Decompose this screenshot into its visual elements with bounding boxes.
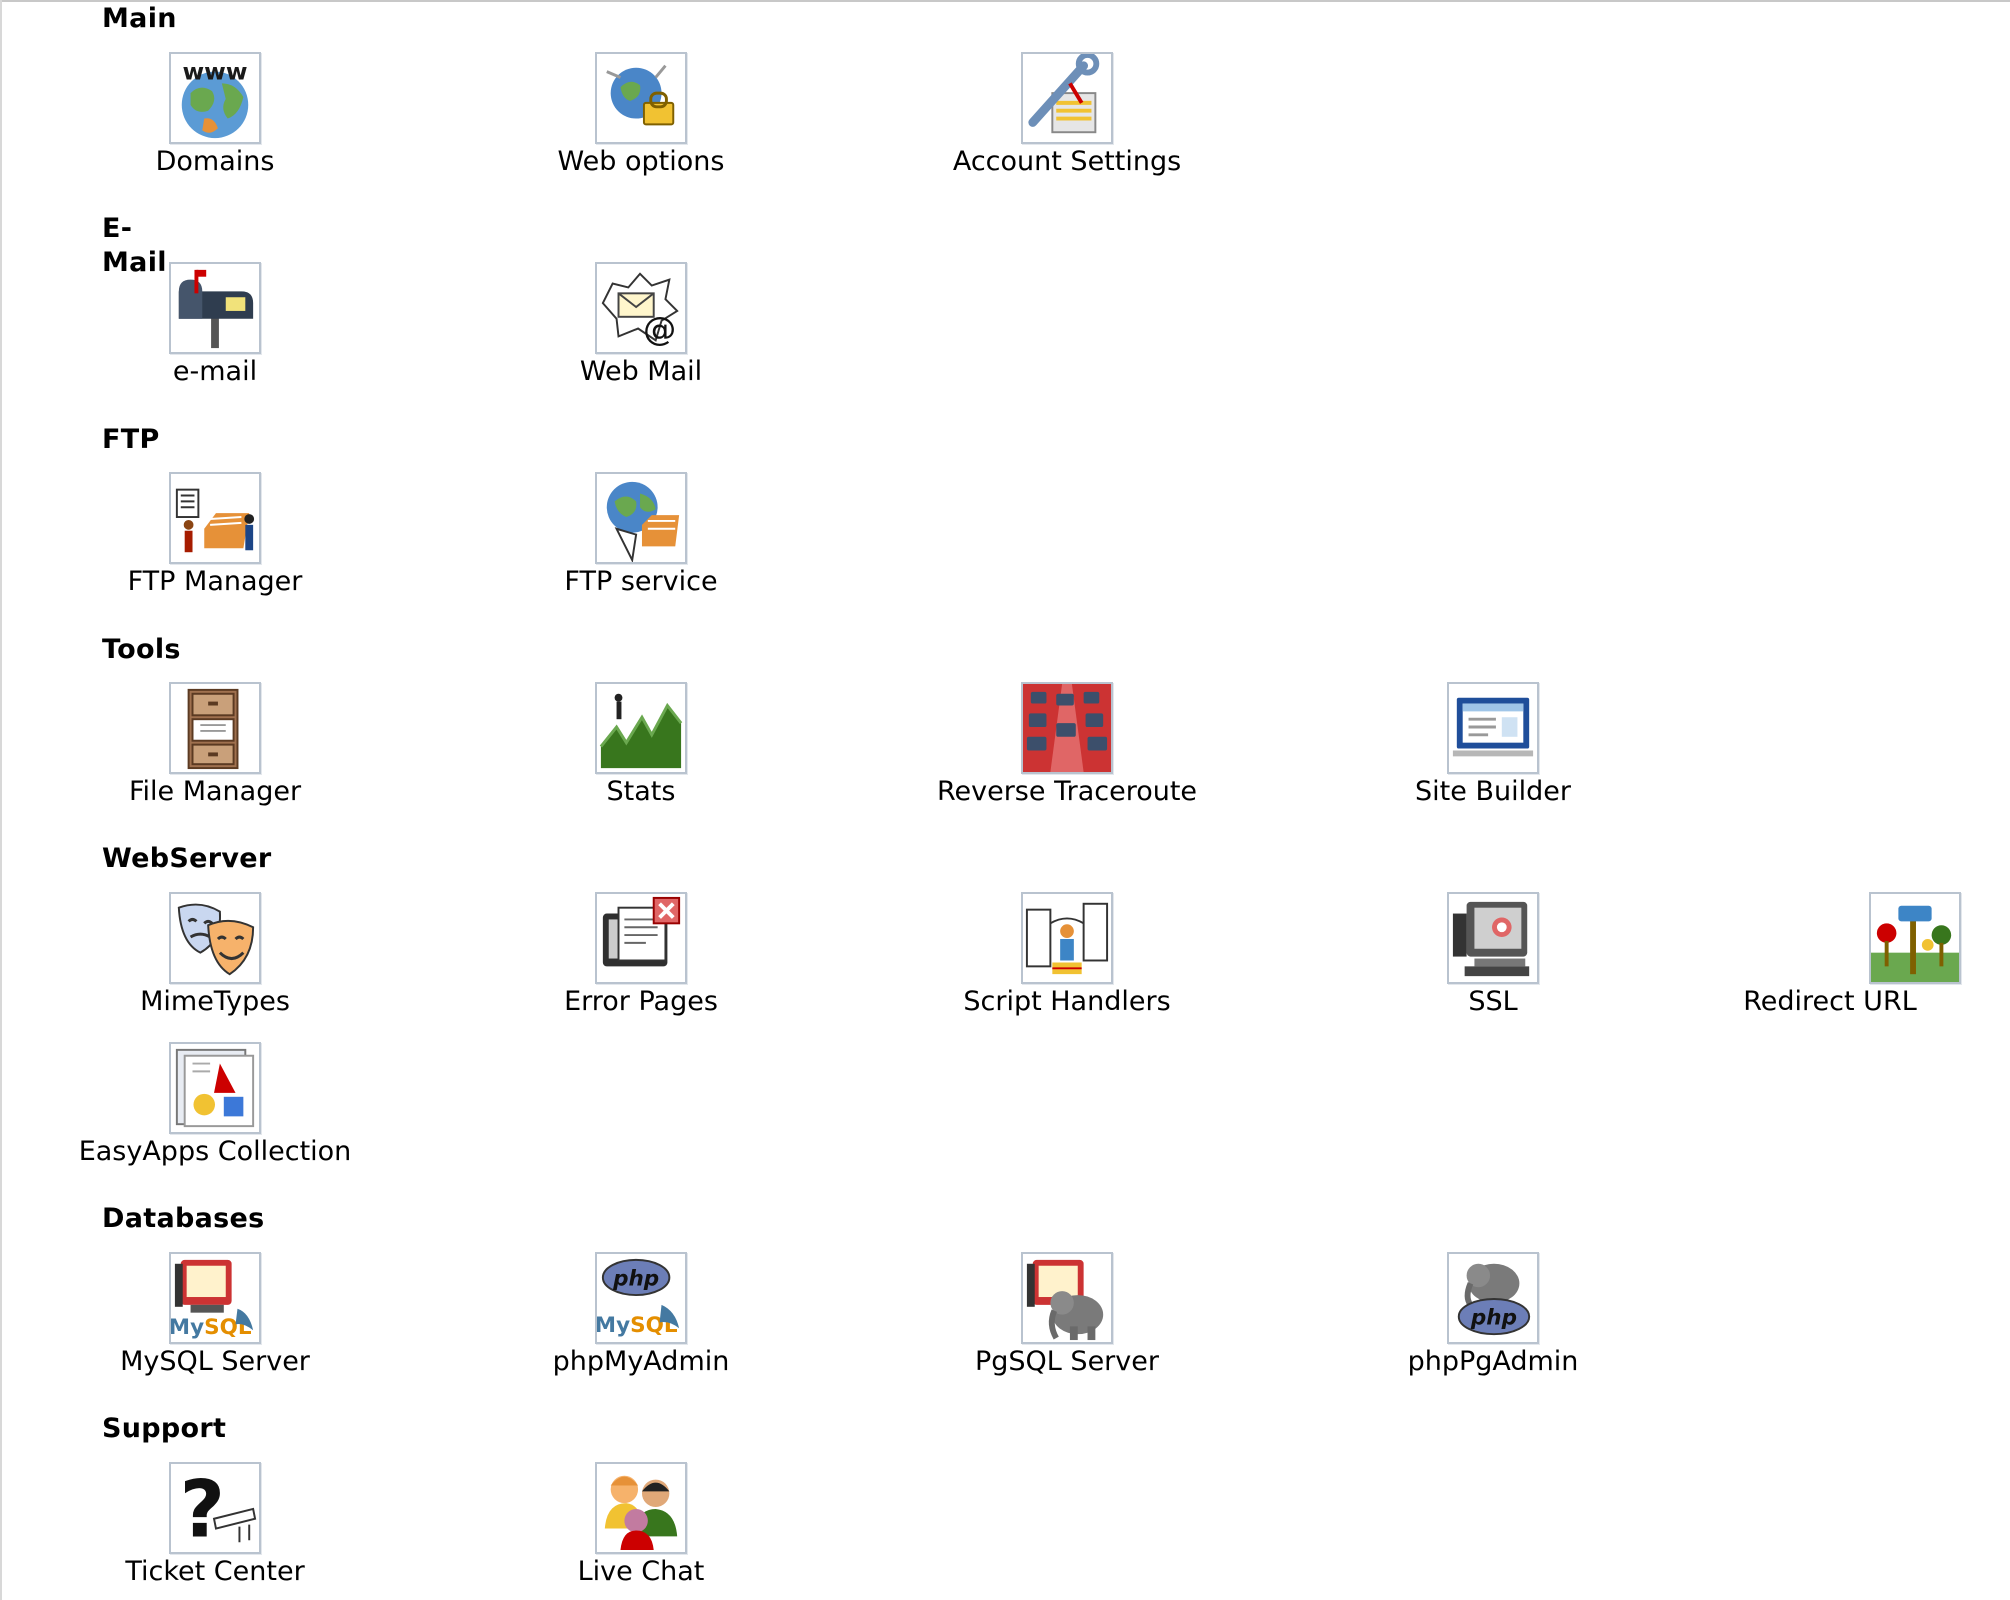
ftp-manager-icon[interactable] [169,472,261,564]
ssl-link[interactable]: SSL [1278,892,1708,1018]
section-title: Main [102,3,177,34]
pgsql-server-label[interactable]: PgSQL Server [975,1346,1159,1377]
file-cabinet-icon[interactable] [169,682,261,774]
svg-text:www: www [183,57,248,85]
web-options-link[interactable]: Web options [426,52,856,178]
question-mark-icon[interactable]: ? [169,1462,261,1554]
script-handlers-label[interactable]: Script Handlers [963,986,1171,1017]
section-title: Tools [102,634,181,665]
easyapps-shapes-icon[interactable] [169,1042,261,1134]
redirect-url-label[interactable]: Redirect URL [1743,986,1917,1017]
phpmyadmin-label[interactable]: phpMyAdmin [552,1346,730,1377]
webmail-icon[interactable]: @ [595,262,687,354]
section-title: E-Mail [102,213,167,278]
mysql-server-label[interactable]: MySQL Server [120,1346,310,1377]
ftp-manager-label[interactable]: FTP Manager [127,566,303,597]
error-pages-icon[interactable] [595,892,687,984]
domains-label[interactable]: Domains [155,146,275,177]
live-chat-link[interactable]: Live Chat [426,1462,856,1588]
mysql-server-icon[interactable]: MySQL [169,1252,261,1344]
file-manager-link[interactable]: File Manager [0,682,430,808]
error-pages-label[interactable]: Error Pages [564,986,718,1017]
ticket-center-label[interactable]: Ticket Center [125,1556,305,1587]
easyapps-collection-label[interactable]: EasyApps Collection [78,1136,352,1167]
phppgadmin-icon[interactable]: php [1447,1252,1539,1344]
web-options-label[interactable]: Web options [557,146,725,177]
file-manager-label[interactable]: File Manager [128,776,302,807]
svg-text:MySQL: MySQL [171,1315,252,1340]
account-settings-icon[interactable] [1021,52,1113,144]
phppgadmin-link[interactable]: php phpPgAdmin [1278,1252,1708,1378]
ftp-service-icon[interactable] [595,472,687,564]
live-chat-label[interactable]: Live Chat [577,1556,705,1587]
script-handlers-icon[interactable] [1021,892,1113,984]
svg-text:@: @ [643,309,676,348]
globe-www-icon[interactable]: www [169,52,261,144]
web-options-icon[interactable] [595,52,687,144]
svg-text:?: ? [180,1464,225,1552]
site-builder-icon[interactable] [1447,682,1539,774]
theater-masks-icon[interactable] [169,892,261,984]
section-title: WebServer [102,843,272,874]
chat-people-icon[interactable] [595,1462,687,1554]
svg-text:php: php [1470,1305,1517,1330]
site-builder-label[interactable]: Site Builder [1415,776,1571,807]
redirect-url-link[interactable]: Redirect URL [1700,892,2010,1018]
redirect-signpost-icon[interactable] [1869,892,1961,984]
section-title: Support [102,1413,227,1444]
stats-label[interactable]: Stats [606,776,676,807]
mimetypes-label[interactable]: MimeTypes [140,986,290,1017]
ticket-center-link[interactable]: ? Ticket Center [0,1462,430,1588]
easyapps-collection-link[interactable]: EasyApps Collection [0,1042,430,1168]
error-pages-link[interactable]: Error Pages [426,892,856,1018]
pgsql-server-icon[interactable] [1021,1252,1113,1344]
section-title: Databases [102,1203,265,1234]
reverse-traceroute-link[interactable]: Reverse Traceroute [852,682,1282,808]
script-handlers-link[interactable]: Script Handlers [852,892,1282,1018]
web-mail-link[interactable]: @ Web Mail [426,262,856,388]
window-top-border [0,0,2010,2]
account-settings-label[interactable]: Account Settings [952,146,1182,177]
ssl-label[interactable]: SSL [1468,986,1518,1017]
site-builder-link[interactable]: Site Builder [1278,682,1708,808]
svg-text:php: php [612,1266,659,1291]
domains-link[interactable]: www Domains [0,52,430,178]
stats-chart-icon[interactable] [595,682,687,774]
ftp-manager-link[interactable]: FTP Manager [0,472,430,598]
email-label[interactable]: e-mail [172,356,258,387]
phppgadmin-label[interactable]: phpPgAdmin [1407,1346,1579,1377]
section-title: FTP [102,424,160,455]
window-left-border [0,0,2,1600]
mailbox-icon[interactable] [169,262,261,354]
web-mail-label[interactable]: Web Mail [579,356,703,387]
ftp-service-label[interactable]: FTP service [564,566,718,597]
pgsql-server-link[interactable]: PgSQL Server [852,1252,1282,1378]
reverse-traceroute-label[interactable]: Reverse Traceroute [936,776,1198,807]
ftp-service-link[interactable]: FTP service [426,472,856,598]
traceroute-icon[interactable] [1021,682,1113,774]
stats-link[interactable]: Stats [426,682,856,808]
mysql-server-link[interactable]: MySQL MySQL Server [0,1252,430,1378]
ssl-computer-icon[interactable] [1447,892,1539,984]
account-settings-link[interactable]: Account Settings [852,52,1282,178]
email-link[interactable]: e-mail [0,262,430,388]
mimetypes-link[interactable]: MimeTypes [0,892,430,1018]
